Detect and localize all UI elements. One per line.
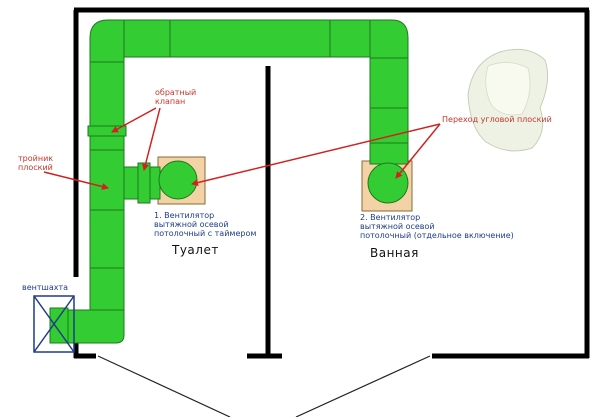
fan-1-label: 1. Вентилятор вытяжной осевой потолочный… — [154, 211, 256, 238]
fan-2-outlet — [367, 162, 409, 204]
elbow-transition-opening — [485, 62, 531, 116]
callout-arrows — [43, 107, 441, 190]
fan-1-line-1: 1. Вентилятор — [154, 211, 215, 220]
check-valve-label: обратный клапан — [155, 88, 196, 106]
vent-shaft — [33, 295, 75, 353]
arrow-tee — [43, 171, 109, 190]
elbow-transition-image — [467, 48, 549, 152]
door-line-right — [295, 355, 431, 417]
duct-left-vertical — [89, 61, 125, 311]
tee-label: тройник плоский — [18, 154, 53, 172]
tee-line-1: тройник — [18, 154, 54, 163]
fan-2-line-3: потолочный (отдельное включение) — [360, 231, 514, 240]
duct-bottom-elbow — [63, 309, 125, 344]
door-line-left — [97, 355, 231, 417]
room-2-label: Ванная — [370, 246, 419, 260]
walls — [73, 7, 590, 359]
fan-2-line-2: вытяжной осевой — [360, 222, 435, 231]
duct-right-vertical — [369, 57, 409, 165]
duct-shaft-stub — [49, 307, 69, 344]
room-1-label: Туалет — [172, 243, 219, 257]
duct-top-horizontal — [123, 19, 371, 58]
fan-2-label: 2. Вентилятор вытяжной осевой потолочный… — [360, 213, 514, 240]
arrow-valve-to-branch — [142, 107, 161, 171]
vent-shaft-box — [33, 295, 75, 353]
duct-seams — [90, 20, 408, 269]
tee-line-2: плоский — [18, 163, 53, 172]
duct-top-elbow-left — [89, 19, 125, 63]
door-lines — [97, 355, 431, 417]
elbow-transition-label: Переход угловой плоский — [442, 115, 552, 124]
ducts — [49, 19, 409, 344]
fan-1-outlet — [158, 160, 198, 200]
check-valve-upper — [87, 125, 127, 137]
vent-shaft-label: вентшахта — [22, 283, 69, 292]
arrow-transition-to-fan2 — [395, 123, 441, 179]
check-valve-line-1: обратный — [155, 88, 197, 97]
vent-shaft-cross-b — [33, 295, 75, 353]
arrow-transition-to-fan1 — [191, 123, 441, 186]
duct-top-elbow-right — [369, 19, 409, 59]
fan-1-line-2: вытяжной осевой — [154, 220, 229, 229]
check-valve-branch — [137, 162, 151, 204]
check-valve-line-2: клапан — [155, 97, 186, 106]
arrow-valve-to-upper — [111, 107, 157, 133]
fan-1-line-3: потолочный с таймером — [154, 229, 257, 238]
fan-2-line-1: 2. Вентилятор — [360, 213, 421, 222]
